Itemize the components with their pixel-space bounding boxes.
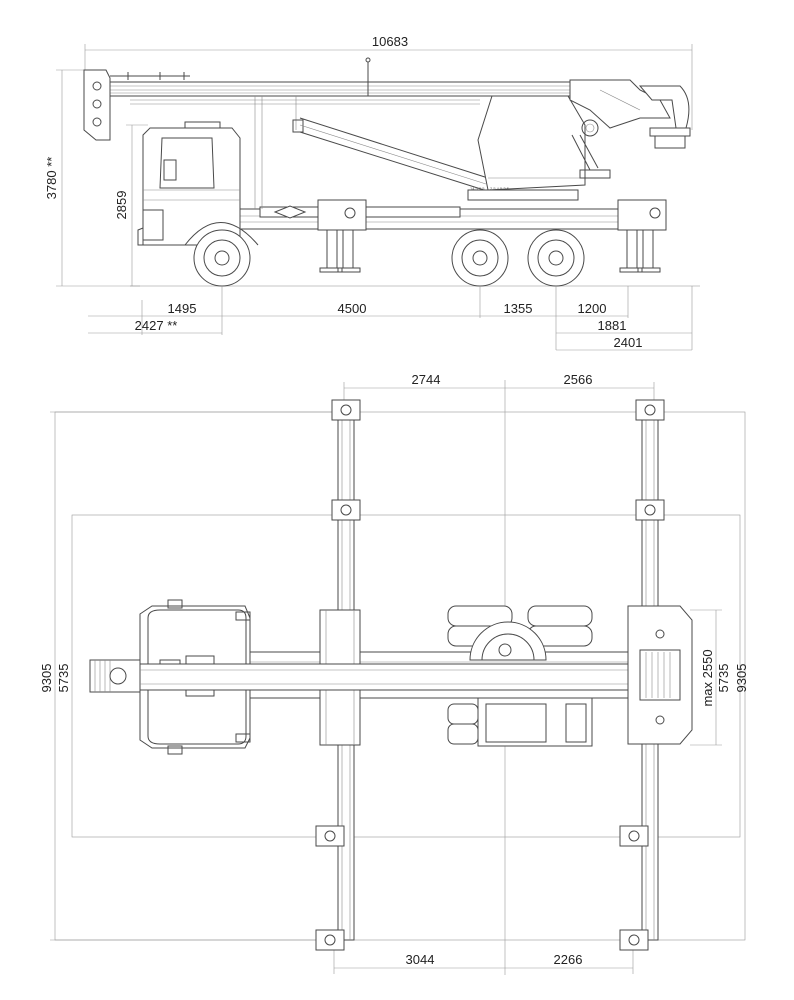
front-outrigger-center-bottom-label: 3044	[406, 952, 435, 967]
span-max-left-label: 9305	[39, 664, 54, 693]
boom-head	[83, 57, 371, 141]
vehicle-width-dimension: max 2550	[690, 609, 722, 746]
outrigger-span-boxes: 9305 5735 5735 9305	[39, 411, 749, 941]
top-view: 2744 2566 3044 2266 9305 5735 5735 9305	[39, 372, 749, 975]
rear-boom-end	[569, 79, 691, 149]
cab-height-label: 2859	[114, 191, 129, 220]
span-mid-left-label: 5735	[56, 664, 71, 693]
front-overhang-label: 1495	[168, 301, 197, 316]
front-wheel	[184, 222, 259, 287]
total-height-label: 3780 **	[44, 157, 59, 200]
front-to-axle-label: 2427 **	[135, 318, 178, 333]
span-mid-right-label: 5735	[716, 664, 731, 693]
rear-overhang-b-label: 2401	[614, 335, 643, 350]
span-max-right-label: 9305	[734, 664, 749, 693]
vehicle-width-label: max 2550	[700, 649, 715, 706]
rear-wheel-1	[451, 229, 509, 287]
boom-head-top	[89, 659, 141, 693]
operator-cabin-top	[477, 697, 593, 747]
jib-marking: 14 5 3 5 ... 2 5 4 5 3 5	[470, 186, 510, 191]
tandem-spacing-label: 1355	[504, 301, 533, 316]
front-outrigger-side	[317, 199, 367, 273]
luffing-cylinder	[299, 117, 489, 191]
rear-wheel-2	[527, 229, 585, 287]
slewing-ring	[469, 621, 547, 661]
rear-outrigger-center-label: 2566	[564, 372, 593, 387]
front-outrigger-center-label: 2744	[412, 372, 441, 387]
truck-cab	[137, 121, 241, 246]
bottom-outrigger-dimensions: 3044 2266	[333, 950, 634, 974]
axle-dimensions: 1495 4500 1355 1200 2427 ** 1881 2401	[88, 286, 693, 351]
overall-length-label: 10683	[372, 34, 408, 49]
rear-outrigger-distance-label: 1200	[578, 301, 607, 316]
rear-overhang-a-label: 1881	[598, 318, 627, 333]
turret: 14 5 3 5 ... 2 5 4 5 3 5	[467, 95, 611, 201]
top-outrigger-dimensions: 2744 2566	[343, 372, 655, 405]
rear-outrigger-side	[617, 199, 667, 273]
chassis-frame	[209, 205, 633, 230]
wheelbase-label: 4500	[338, 301, 367, 316]
counterweight-top	[627, 605, 693, 745]
height-dimensions: 3780 ** 2859	[44, 69, 148, 287]
side-view: 10683 3780 ** 2859	[44, 34, 700, 351]
boom-top	[139, 663, 631, 691]
rear-outrigger-center-bottom-label: 2266	[554, 952, 583, 967]
overall-length-dimension: 10683	[84, 34, 693, 130]
